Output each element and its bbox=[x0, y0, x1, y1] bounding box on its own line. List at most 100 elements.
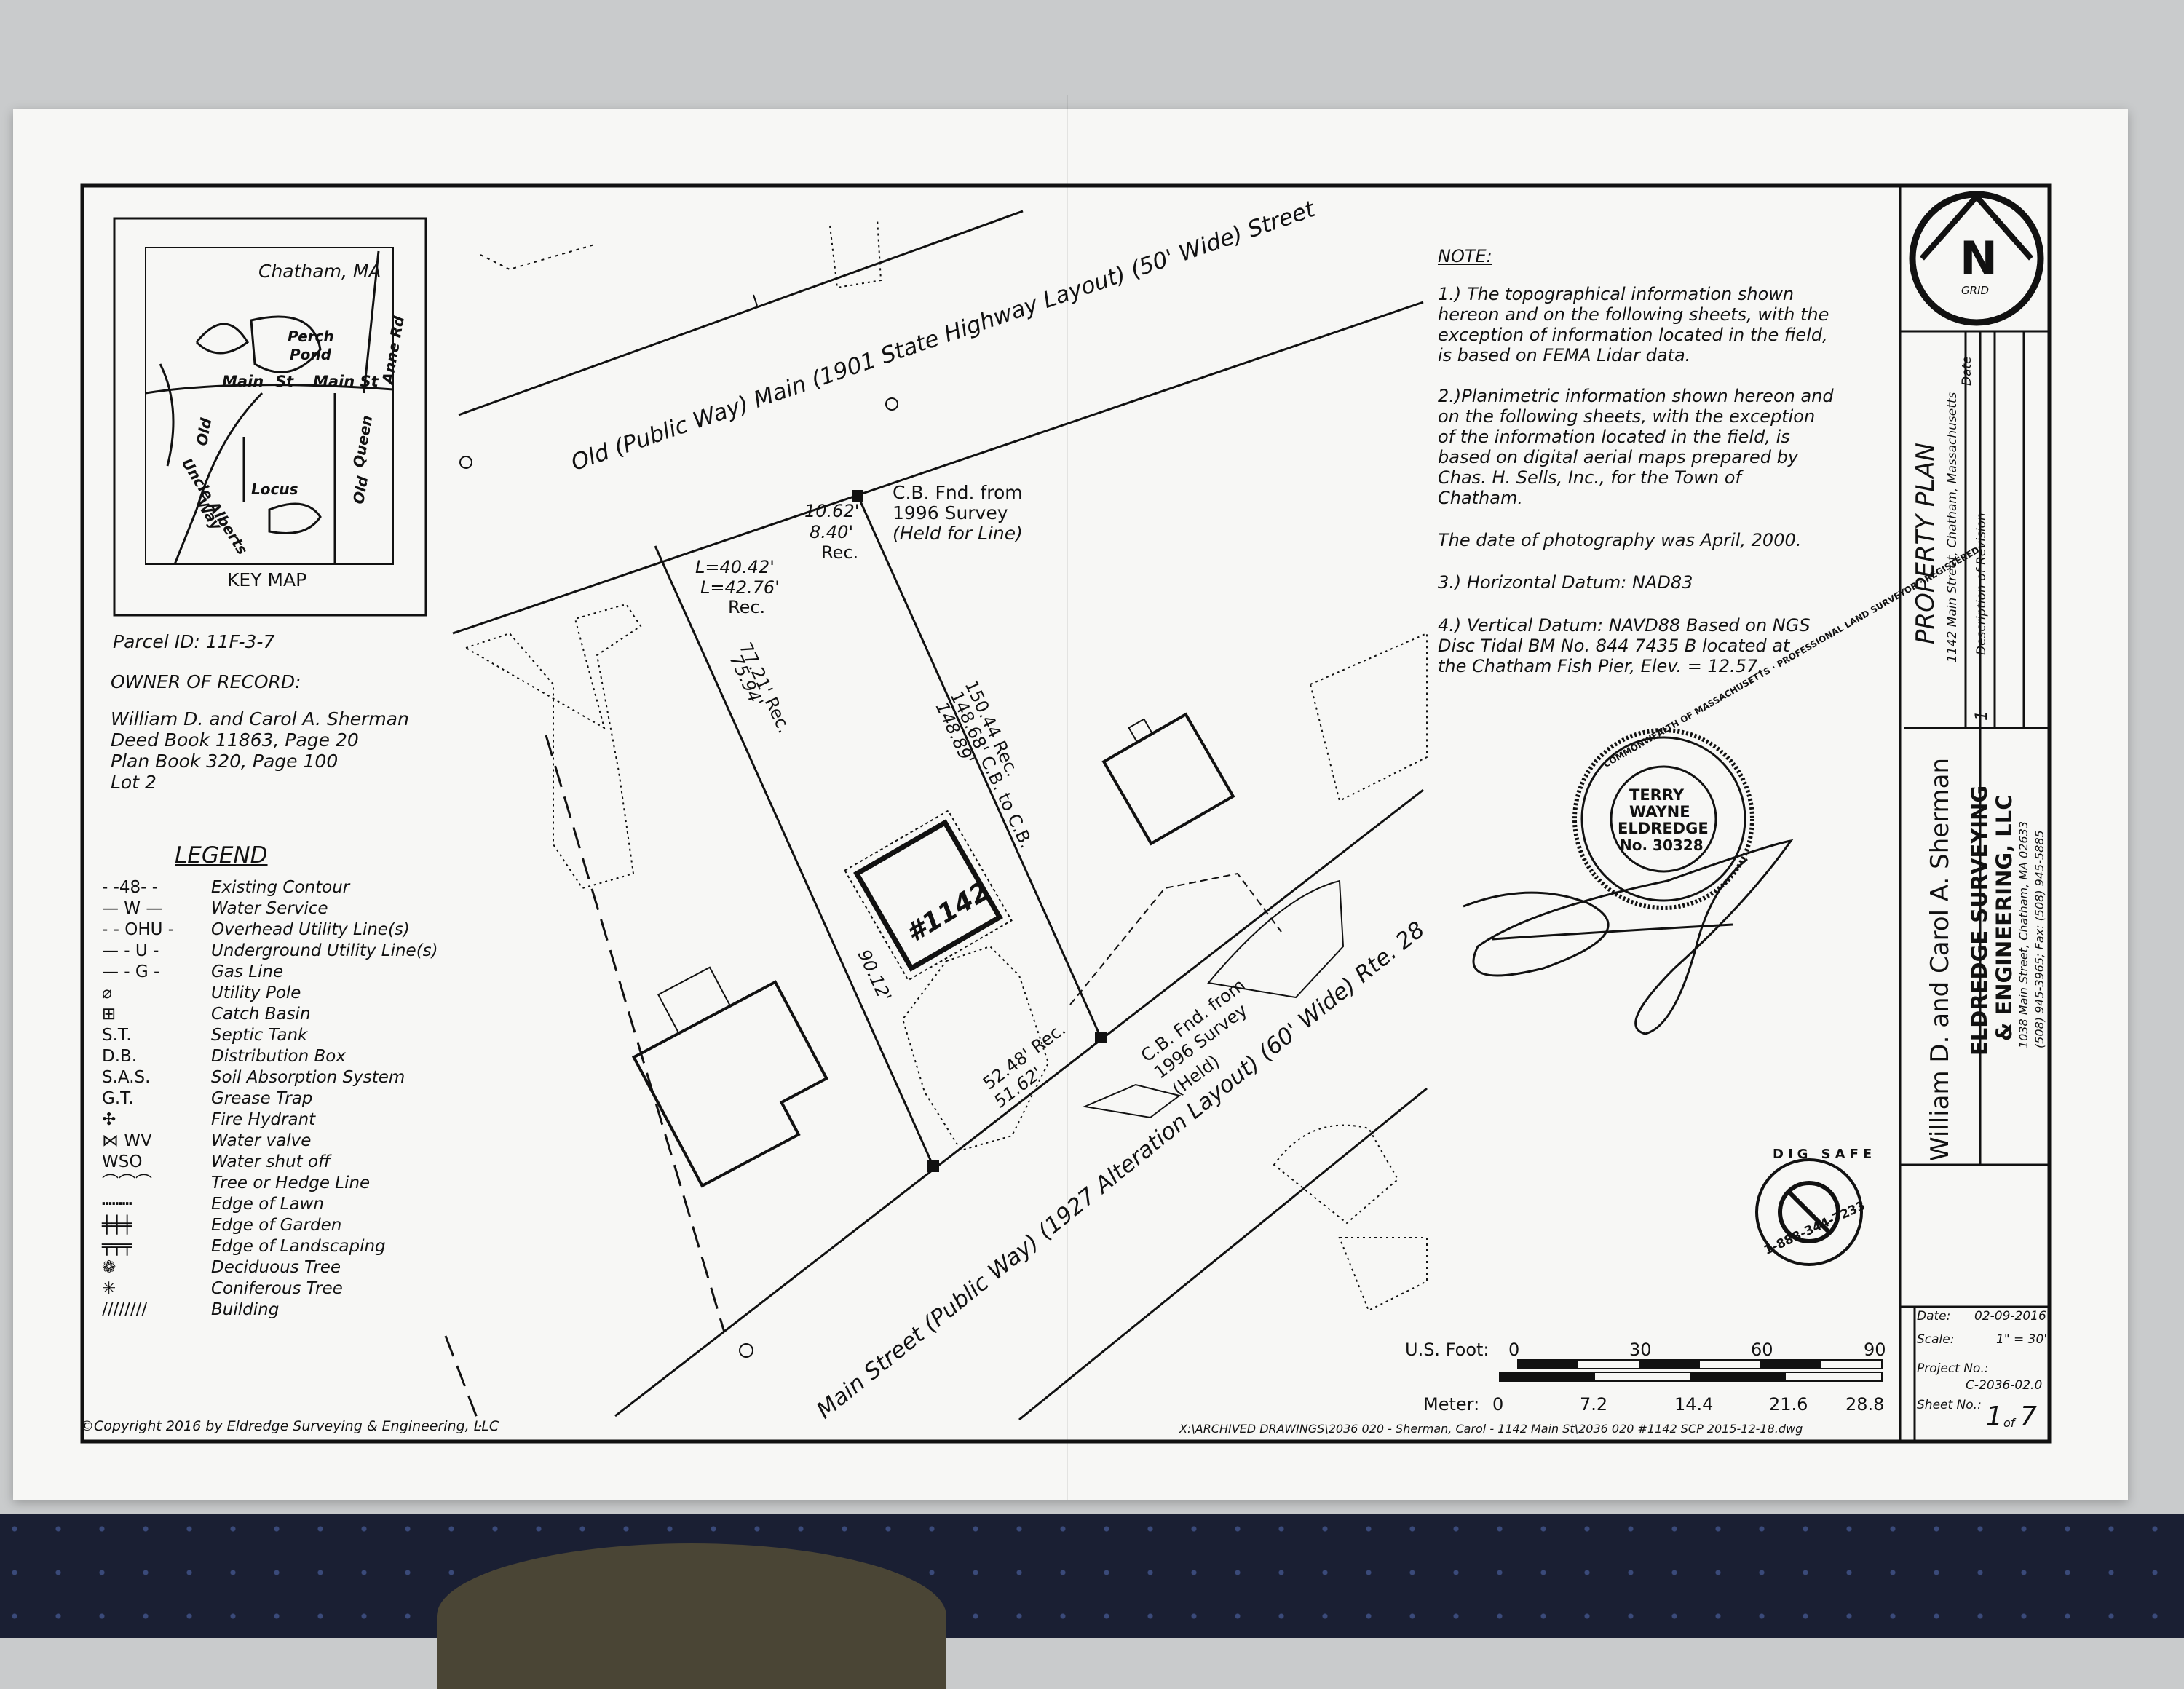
note-4: 4.) Vertical Datum: NAVD88 Based on NGS … bbox=[1438, 615, 1811, 676]
seal-name: TERRY bbox=[1629, 786, 1685, 804]
legend-symbol: — - U - bbox=[102, 941, 159, 960]
scale-us-label: U.S. Foot: bbox=[1405, 1340, 1489, 1360]
key-map-roads bbox=[145, 250, 394, 565]
date-value: 02-09-2016 bbox=[1974, 1309, 2046, 1324]
legend-label: Utility Pole bbox=[211, 984, 301, 1002]
scale-bar bbox=[1499, 1359, 1883, 1382]
plan-address: 1142 Main Street, Chatham, Massachusetts bbox=[1945, 392, 1960, 662]
floor-background bbox=[0, 1514, 2184, 1638]
date-label: Date: bbox=[1917, 1309, 1951, 1324]
key-map-street: Perch bbox=[288, 328, 334, 345]
dim-label: L=40.42' bbox=[695, 557, 775, 577]
legend-label: Building bbox=[211, 1300, 280, 1319]
legend-item: WSO Water shut off bbox=[102, 1152, 466, 1173]
copyright: ©Copyright 2016 by Eldredge Surveying & … bbox=[80, 1418, 499, 1434]
legend-symbol: — - G - bbox=[102, 962, 160, 981]
date-header: Date bbox=[1960, 356, 1974, 386]
legend-symbol: WSO bbox=[102, 1152, 143, 1171]
legend-item: ✳ Coniferous Tree bbox=[102, 1278, 466, 1300]
legend-item: - - OHU -Overhead Utility Line(s) bbox=[102, 919, 466, 941]
legend-label: Gas Line bbox=[211, 962, 284, 981]
north-sub: GRID bbox=[1961, 284, 1990, 297]
north-arrow-icon bbox=[1909, 191, 2044, 326]
legend-item: G.T.Grease Trap bbox=[102, 1088, 466, 1109]
legend-symbol: — W — bbox=[102, 899, 163, 918]
legend-symbol: ⋈ WV bbox=[102, 1131, 152, 1150]
revision-number: 1 bbox=[1973, 711, 1991, 721]
legend-item: ╤╤╤Edge of Landscaping bbox=[102, 1236, 466, 1257]
legend-title: LEGEND bbox=[175, 842, 268, 869]
scale-label: Scale: bbox=[1917, 1332, 1955, 1347]
lot-lines bbox=[654, 494, 1102, 1167]
legend-label: Tree or Hedge Line bbox=[211, 1174, 371, 1192]
cb-top-label: 1996 Survey bbox=[893, 502, 1008, 523]
legend-item: - -48- -Existing Contour bbox=[102, 877, 466, 898]
legend-symbol: ✣ bbox=[102, 1110, 116, 1129]
owner-lines: William D. and Carol A. Sherman Deed Boo… bbox=[111, 708, 409, 793]
main-street-lines bbox=[614, 788, 1428, 1421]
company-address: 1038 Main Street, Chatham, MA 02633 bbox=[2017, 820, 2030, 1048]
dig-safe-label: DIG SAFE bbox=[1773, 1147, 1877, 1162]
legend-item: ╪╪╪Edge of Garden bbox=[102, 1215, 466, 1236]
note-photo-date: The date of photography was April, 2000. bbox=[1438, 530, 1802, 550]
legend-label: Septic Tank bbox=[211, 1026, 308, 1045]
legend-label: Water Service bbox=[211, 899, 328, 918]
seal-number: No. 30328 bbox=[1620, 836, 1704, 854]
legend-item: — - G - Gas Line bbox=[102, 962, 466, 983]
legend-label: Deciduous Tree bbox=[211, 1258, 341, 1277]
file-path: X:\ARCHIVED DRAWINGS\2036 020 - Sherman,… bbox=[1179, 1422, 1803, 1436]
key-map-label: KEY MAP bbox=[227, 569, 307, 590]
seal-name: WAYNE bbox=[1629, 803, 1690, 820]
legend-label: Grease Trap bbox=[211, 1089, 313, 1108]
legend-item: S.T.Septic Tank bbox=[102, 1025, 466, 1046]
legend-item: S.A.S.Soil Absorption System bbox=[102, 1067, 466, 1088]
legend-label: Coniferous Tree bbox=[211, 1279, 343, 1298]
key-map-locus: Locus bbox=[251, 480, 298, 498]
scale-value: 1" = 30' bbox=[1996, 1332, 2047, 1347]
scale-tick: 30 bbox=[1629, 1340, 1652, 1360]
legend-item: ✣Fire Hydrant bbox=[102, 1109, 466, 1131]
cb-top-label: C.B. Fnd. from bbox=[893, 482, 1023, 503]
project-value: C-2036-02.0 bbox=[1966, 1378, 2043, 1393]
key-map-frame bbox=[113, 217, 427, 617]
legend-list: - -48- -Existing Contour— W — Water Servi… bbox=[102, 877, 466, 1321]
dim-label: Rec. bbox=[821, 542, 859, 563]
legend-label: Underground Utility Line(s) bbox=[211, 941, 438, 960]
legend-item: ⌒⌒⌒ Tree or Hedge Line bbox=[102, 1173, 466, 1194]
scale-tick: 90 bbox=[1864, 1340, 1886, 1360]
legend-symbol: D.B. bbox=[102, 1047, 138, 1066]
revision-header: Description of Revision bbox=[1974, 513, 1989, 655]
key-map-street: Main bbox=[222, 373, 264, 390]
legend-symbol: ❁ bbox=[102, 1258, 116, 1277]
legend-item: ┅┅┅Edge of Lawn bbox=[102, 1194, 466, 1215]
company-name-2: & ENGINEERING, LLC bbox=[1992, 794, 2017, 1042]
legend-item: ❁ Deciduous Tree bbox=[102, 1257, 466, 1278]
owner-line: Deed Book 11863, Page 20 bbox=[111, 729, 359, 751]
legend-symbol: ✳ bbox=[102, 1279, 116, 1298]
legend-symbol: - - OHU - bbox=[102, 920, 175, 939]
scale-tick: 28.8 bbox=[1845, 1394, 1885, 1415]
notes-heading: NOTE: bbox=[1438, 246, 1492, 266]
key-map-street: Main St bbox=[313, 373, 379, 390]
seal-name: ELDREDGE bbox=[1618, 820, 1709, 837]
owner-heading: OWNER OF RECORD: bbox=[111, 671, 301, 692]
sheet-total: 7 bbox=[2020, 1401, 2037, 1431]
legend-symbol: ⊞ bbox=[102, 1005, 116, 1024]
legend-label: Distribution Box bbox=[211, 1047, 346, 1066]
legend-symbol: S.A.S. bbox=[102, 1068, 151, 1087]
plan-title: PROPERTY PLAN bbox=[1911, 443, 1940, 644]
key-map-street: St bbox=[275, 373, 294, 390]
scale-meter-label: Meter: bbox=[1423, 1394, 1480, 1415]
legend-label: Edge of Landscaping bbox=[211, 1237, 386, 1256]
cb-bound-top bbox=[852, 490, 863, 502]
legend-symbol: ⌒⌒⌒ bbox=[102, 1174, 152, 1192]
legend-item: D.B. Distribution Box bbox=[102, 1046, 466, 1067]
legend-label: Water shut off bbox=[211, 1152, 331, 1171]
legend-symbol: - -48- - bbox=[102, 878, 159, 897]
cb-top-label: (Held for Line) bbox=[893, 523, 1023, 544]
surveyor-signature bbox=[1463, 839, 1794, 1035]
note-1: 1.) The topographical information shown … bbox=[1438, 284, 1829, 365]
legend-symbol: ⌀ bbox=[102, 984, 112, 1002]
legend-item: ⊞Catch Basin bbox=[102, 1004, 466, 1025]
